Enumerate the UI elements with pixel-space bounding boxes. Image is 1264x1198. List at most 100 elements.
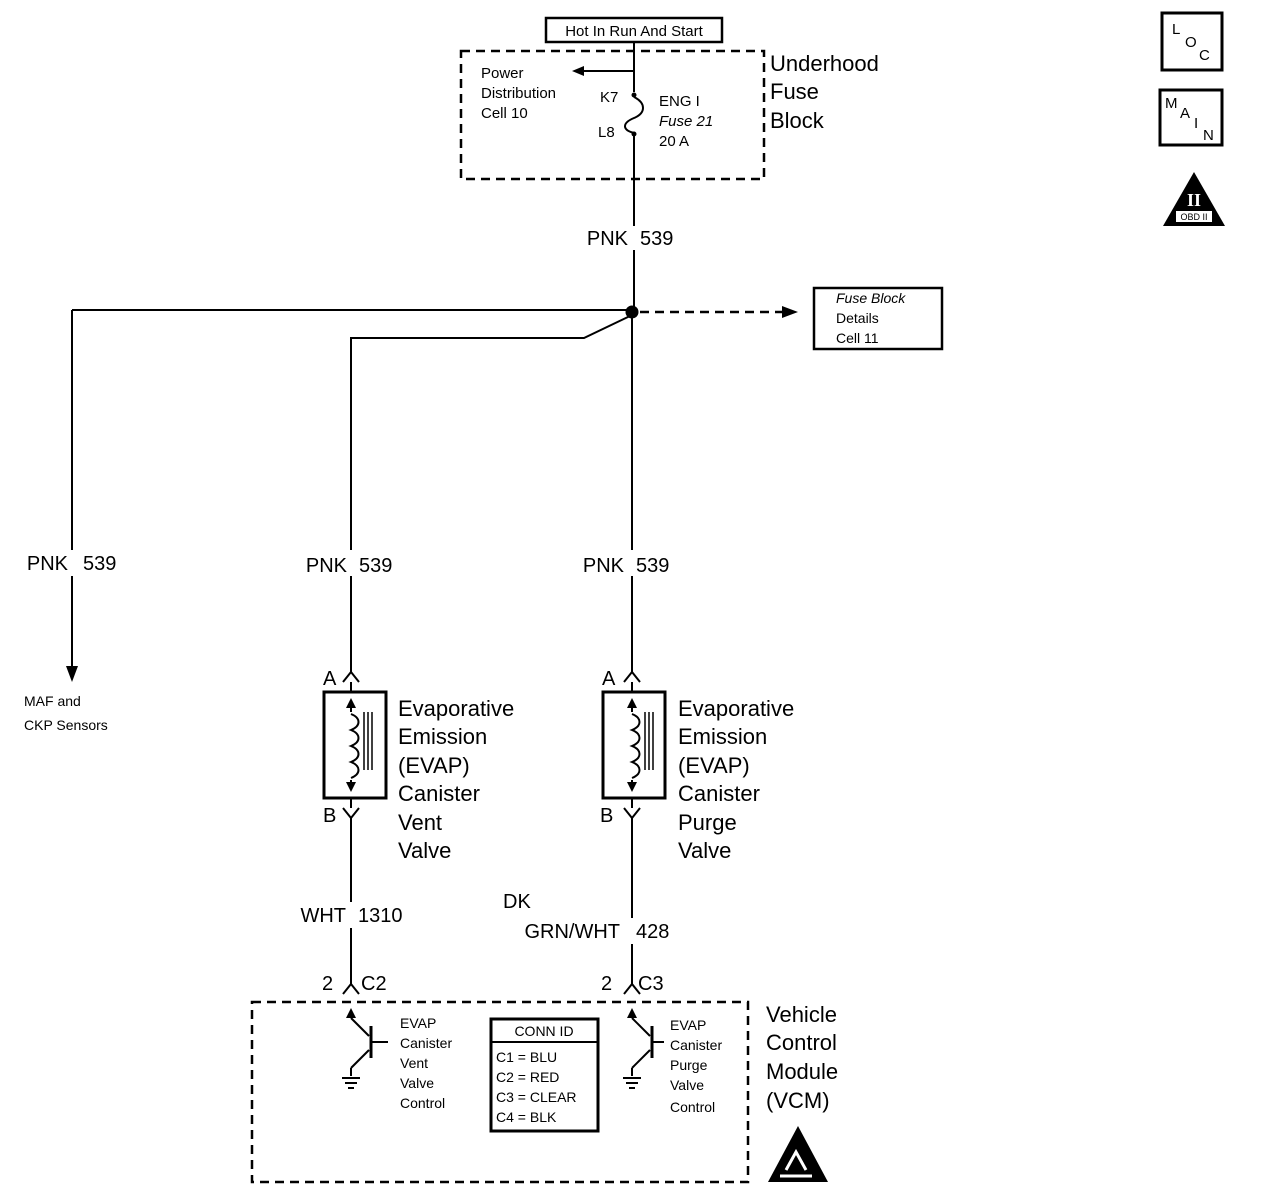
vent-name-1: Evaporative xyxy=(398,696,514,721)
fuse-label-3: 20 A xyxy=(659,133,689,150)
purge-name-2: Emission xyxy=(678,724,767,749)
conn-id-row-2: C2 = RED xyxy=(496,1069,559,1085)
vent-name-3: (EVAP) xyxy=(398,753,470,778)
purge-ctl-3: Purge xyxy=(670,1057,708,1073)
solenoid-coil-icon xyxy=(629,713,641,779)
vent-name-5: Vent xyxy=(398,810,442,835)
wire-circuit-purge: 539 xyxy=(636,555,669,577)
fuse-block-title-3: Block xyxy=(770,108,825,133)
obd-symbol: II xyxy=(1187,190,1201,210)
vcm-title-2: Control xyxy=(766,1030,837,1055)
power-source-label: Hot In Run And Start xyxy=(565,23,703,40)
loc-o: O xyxy=(1185,34,1197,51)
fuse-label-2: Fuse 21 xyxy=(659,113,713,130)
purge-valve: A B Evaporative Emission (EVAP) Canister… xyxy=(600,668,794,863)
vent-ctl-4: Valve xyxy=(400,1075,434,1091)
vent-name-2: Emission xyxy=(398,724,487,749)
fuse-block-title-2: Fuse xyxy=(770,79,819,104)
power-dist-2: Distribution xyxy=(481,85,556,102)
purge-name-3: (EVAP) xyxy=(678,753,750,778)
wire-circuit-maf: 539 xyxy=(83,553,116,575)
power-source: Hot In Run And Start xyxy=(544,16,724,44)
pin-l8: L8 xyxy=(598,124,615,141)
details-2: Details xyxy=(836,310,879,326)
obd-ii-icon: II OBD II xyxy=(1163,172,1225,226)
conn-id-row-4: C4 = BLK xyxy=(496,1109,557,1125)
ground-icon xyxy=(342,1077,360,1089)
fuse-icon xyxy=(624,96,644,134)
wire-color-vent: PNK xyxy=(306,555,348,577)
fuse-label-1: ENG I xyxy=(659,93,700,110)
wire-color-purge: PNK xyxy=(583,555,625,577)
loc-l: L xyxy=(1172,21,1180,38)
conn-id-title: CONN ID xyxy=(514,1023,573,1039)
vcm-title-4: (VCM) xyxy=(766,1088,830,1113)
underhood-fuse-block: Underhood Fuse Block Power Distribution … xyxy=(459,42,879,181)
main-m: M xyxy=(1165,95,1178,112)
arrow-down-icon xyxy=(66,666,78,682)
wire-circuit-vent: 539 xyxy=(359,555,392,577)
purge-ctl-5: Control xyxy=(670,1099,715,1115)
splice-point xyxy=(625,305,639,319)
vent-ctl-2: Canister xyxy=(400,1035,452,1051)
purge-ctl-2: Canister xyxy=(670,1037,722,1053)
destination-1: MAF and xyxy=(24,693,81,709)
solenoid-coil-icon xyxy=(348,713,360,779)
esd-warning-icon xyxy=(768,1126,828,1182)
purge-ctl-1: EVAP xyxy=(670,1017,706,1033)
purge-ctl-4: Valve xyxy=(670,1077,704,1093)
main-icon: M A I N xyxy=(1158,88,1224,147)
wire-circuit-trunk: 539 xyxy=(640,228,673,250)
arrow-left-icon xyxy=(572,66,584,76)
power-dist-1: Power xyxy=(481,65,524,82)
vent-name-4: Canister xyxy=(398,781,480,806)
wire-color-trunk: PNK xyxy=(587,228,629,250)
purge-pin-b: B xyxy=(600,805,613,827)
vcm-purge-pin: 2 xyxy=(601,973,612,995)
wire-color-purge-ctl-1: DK xyxy=(503,891,531,913)
power-dist-3: Cell 10 xyxy=(481,105,528,122)
fuse-block-title-1: Underhood xyxy=(770,51,879,76)
loc-c: C xyxy=(1199,47,1210,64)
vcm-purge-conn: C3 xyxy=(638,973,664,995)
wire-color-maf: PNK xyxy=(27,553,69,575)
vehicle-control-module: 2 C2 2 C3 EVAP Canister Vent Valve Contr… xyxy=(250,973,838,1184)
vent-name-6: Valve xyxy=(398,838,451,863)
transistor-icon xyxy=(346,1008,388,1076)
loc-icon: L O C xyxy=(1160,11,1224,72)
wire-circuit-purge-ctl: 428 xyxy=(636,921,669,943)
vcm-vent-conn: C2 xyxy=(361,973,387,995)
transistor-icon xyxy=(627,1008,664,1076)
vent-ctl-1: EVAP xyxy=(400,1015,436,1031)
details-1: Fuse Block xyxy=(836,290,906,306)
details-3: Cell 11 xyxy=(836,330,879,346)
conn-id-row-3: C3 = CLEAR xyxy=(496,1089,577,1105)
vent-ctl-5: Control xyxy=(400,1095,445,1111)
wire-circuit-vent-ctl: 1310 xyxy=(358,905,403,927)
main-a: A xyxy=(1180,105,1190,122)
conn-id-row-1: C1 = BLU xyxy=(496,1049,557,1065)
purge-pin-a: A xyxy=(602,668,616,690)
fuse-block-details: Fuse Block Details Cell 11 xyxy=(812,286,944,351)
conn-id-table: CONN ID C1 = BLU C2 = RED C3 = CLEAR C4 … xyxy=(489,1017,600,1133)
vcm-title-3: Module xyxy=(766,1059,838,1084)
destination-2: CKP Sensors xyxy=(24,717,108,733)
main-n: N xyxy=(1203,127,1214,144)
vent-valve: A B Evaporative Emission (EVAP) Canister… xyxy=(322,668,514,863)
wire-color-purge-ctl-2: GRN/WHT xyxy=(524,921,620,943)
arrow-right-icon xyxy=(782,306,798,318)
vent-pin-b: B xyxy=(323,805,336,827)
vcm-title-1: Vehicle xyxy=(766,1002,837,1027)
ground-icon xyxy=(623,1077,641,1089)
pin-k7: K7 xyxy=(600,89,618,106)
main-i: I xyxy=(1194,115,1198,132)
purge-name-1: Evaporative xyxy=(678,696,794,721)
vcm-vent-pin: 2 xyxy=(322,973,333,995)
vent-ctl-3: Vent xyxy=(400,1055,428,1071)
purge-name-5: Purge xyxy=(678,810,737,835)
purge-name-6: Valve xyxy=(678,838,731,863)
wire-color-vent-ctl: WHT xyxy=(300,905,346,927)
obd-label: OBD II xyxy=(1180,212,1207,222)
vent-pin-a: A xyxy=(323,668,337,690)
